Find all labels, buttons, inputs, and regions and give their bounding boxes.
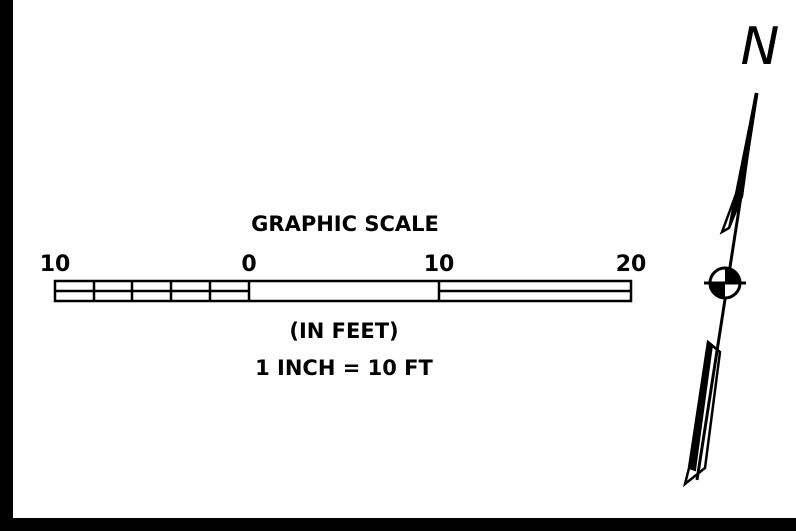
- border-bottom: [0, 518, 796, 531]
- north-arrow-center-symbol: [704, 266, 746, 300]
- scale-tick-label: 0: [241, 252, 256, 277]
- scale-units: (IN FEET): [289, 319, 398, 343]
- scale-tick-label: 10: [424, 252, 455, 277]
- north-arrowhead-outline: [719, 92, 758, 235]
- border-left: [0, 0, 13, 531]
- north-label: N: [741, 17, 780, 77]
- scale-bar: [53, 279, 633, 303]
- north-arrow: N: [682, 17, 780, 488]
- scale-title: GRAPHIC SCALE: [251, 212, 439, 236]
- scale-tick-label: 20: [616, 252, 647, 277]
- scale-ratio: 1 INCH = 10 FT: [255, 356, 433, 380]
- graphic-scale: GRAPHIC SCALE 10 0 10 20 (IN FEET) 1 INC…: [40, 212, 647, 380]
- tail-feather-outline: [682, 339, 722, 488]
- scale-tick-label: 10: [40, 252, 71, 277]
